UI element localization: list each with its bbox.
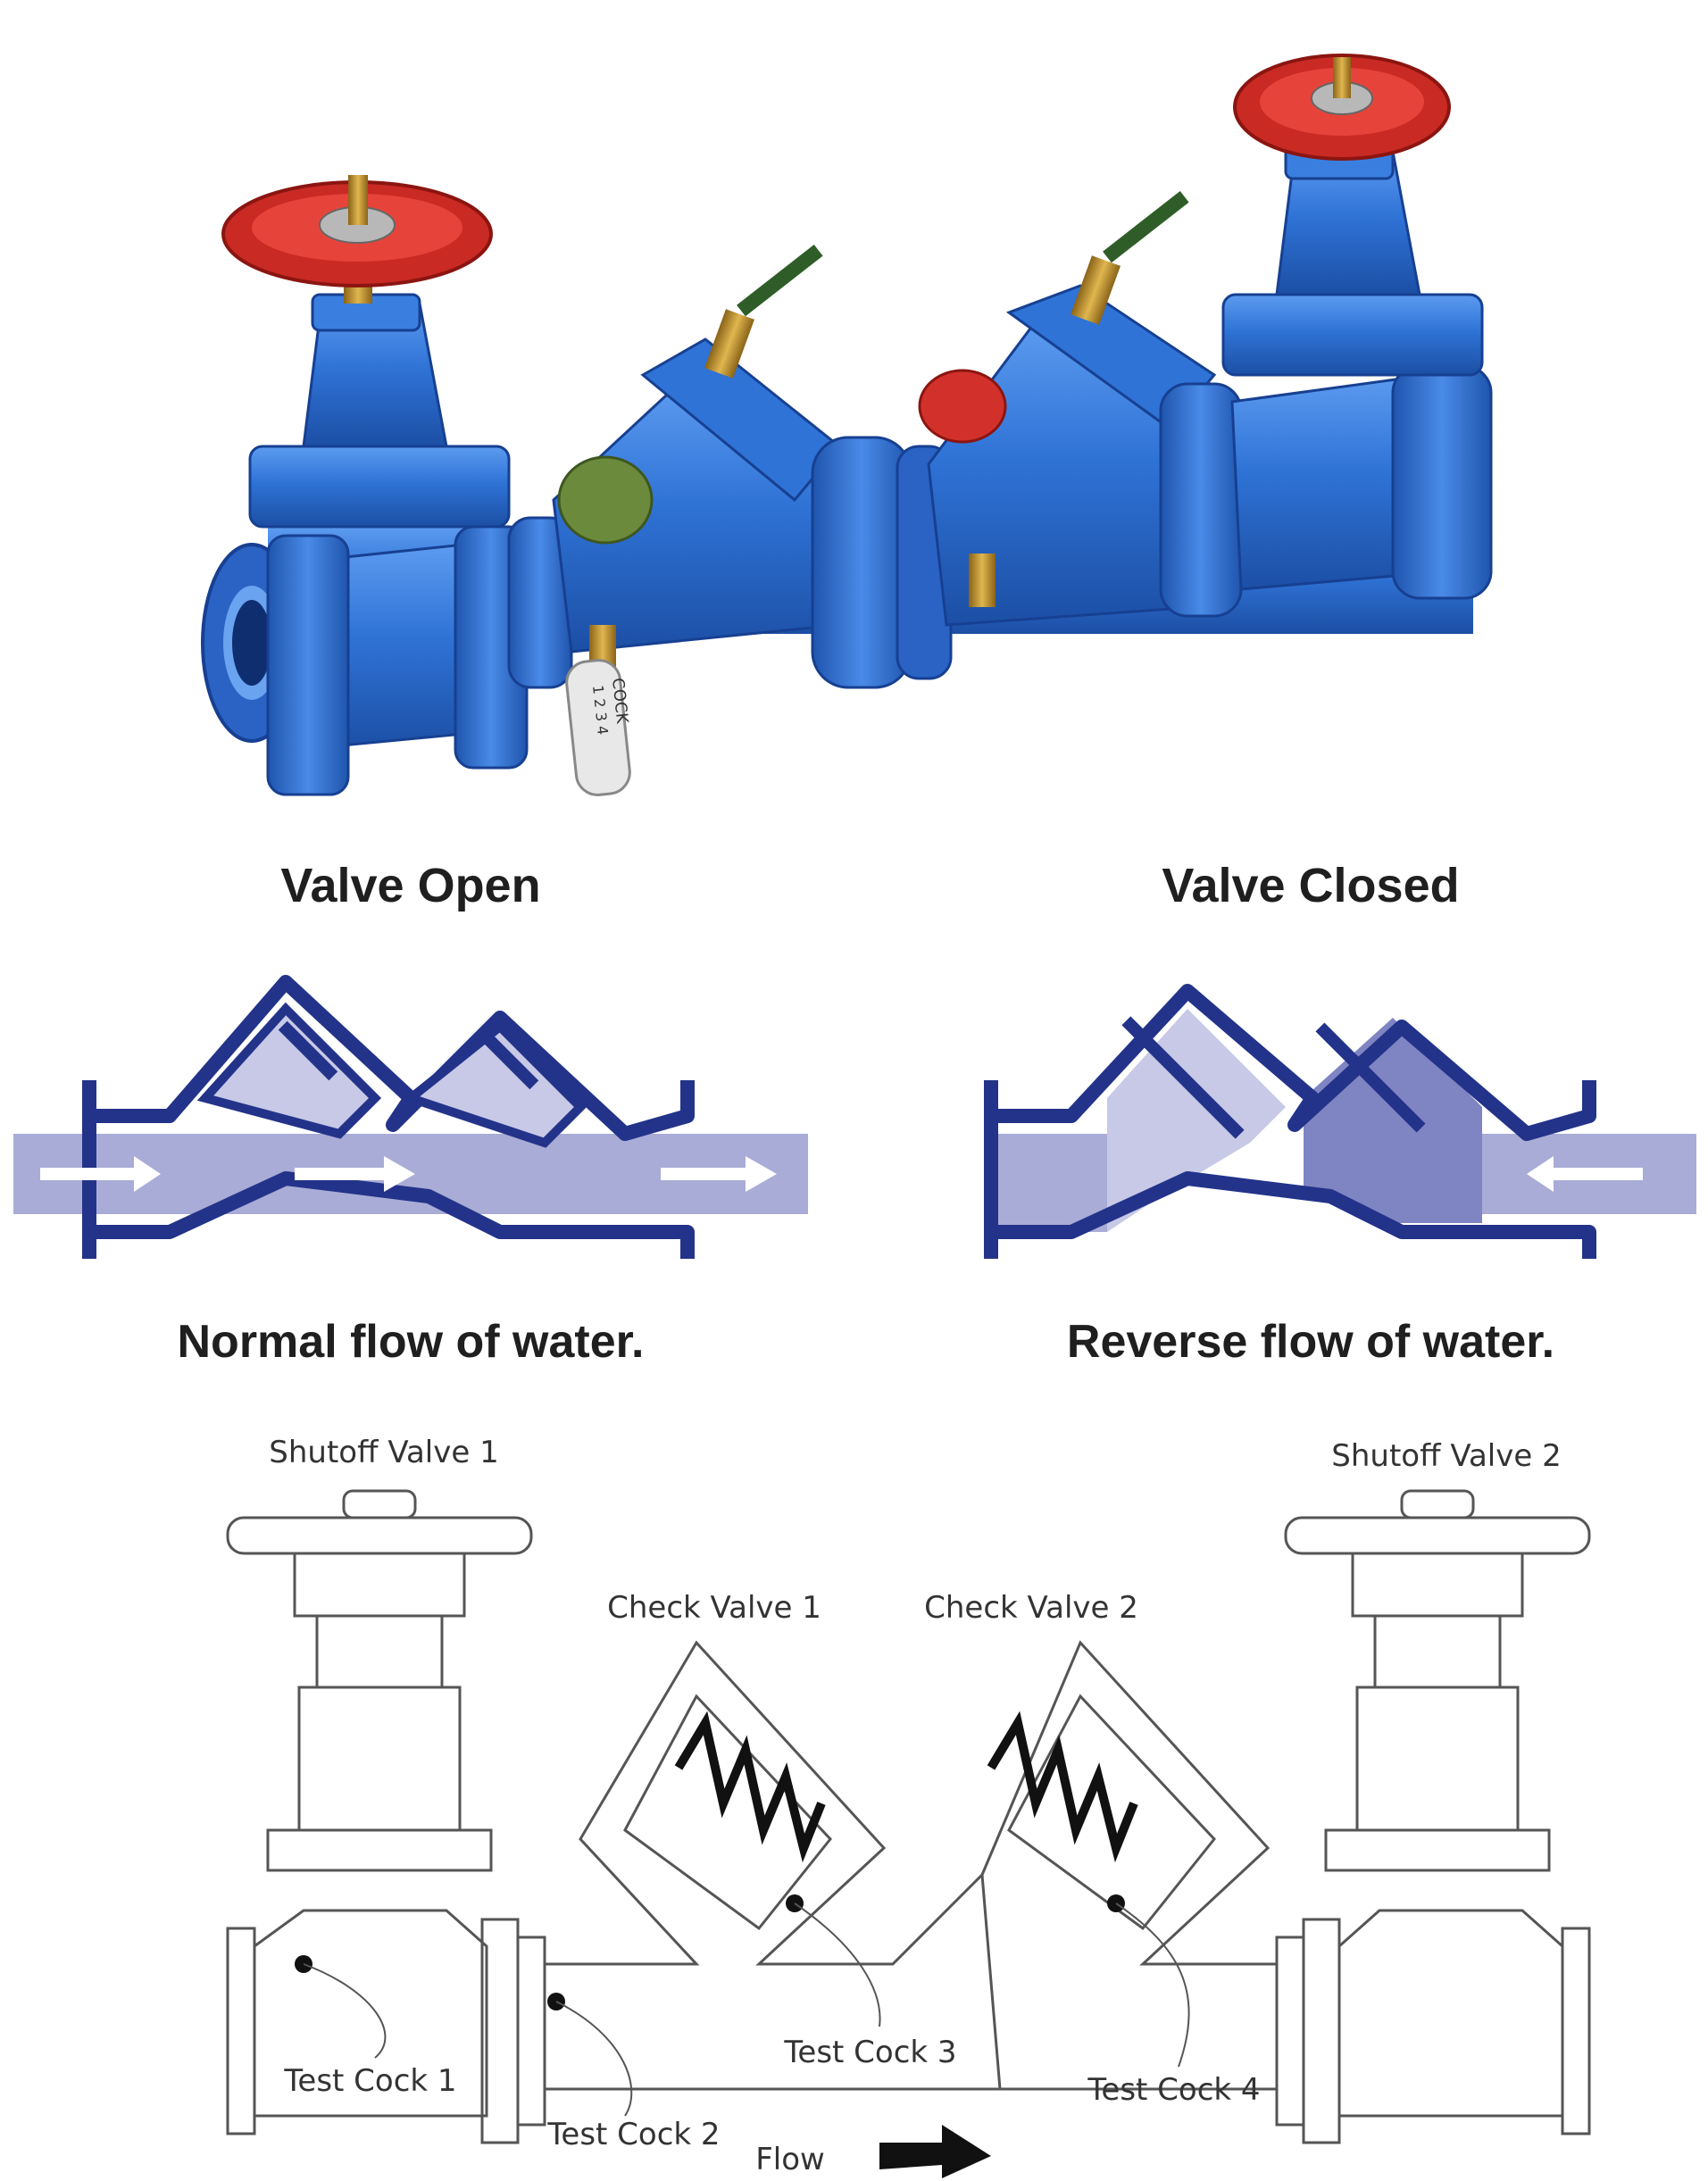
schematic-check-valve-1 [545, 1643, 1000, 2089]
schematic-shutoff-2 [1286, 1491, 1589, 2134]
schematic-svg: Shutoff Valve 1 Shutoff Valve 2 Check Va… [0, 1411, 1708, 2181]
label-test-cock-3: Test Cock 3 [783, 2035, 956, 2070]
label-shutoff-valve-1: Shutoff Valve 1 [269, 1435, 498, 1470]
red-cover-disc [920, 370, 1005, 442]
schematic-shutoff-1 [228, 1491, 531, 2134]
check-valve-first [509, 245, 839, 687]
label-check-valve-1: Check Valve 1 [607, 1590, 821, 1626]
label-flow: Flow [755, 2142, 825, 2177]
valve-closed-title: Valve Closed [1162, 859, 1459, 912]
shutoff-valve-left [223, 175, 527, 795]
valve-open-caption: Normal flow of water. [178, 1316, 645, 1368]
label-test-cock-4: Test Cock 4 [1087, 2072, 1260, 2108]
ball-valve-handle [737, 245, 823, 316]
label-shutoff-valve-2: Shutoff Valve 2 [1331, 1438, 1561, 1474]
valve-closed-illustration [991, 991, 1696, 1259]
spring-1 [679, 1723, 821, 1848]
label-check-valve-2: Check Valve 2 [924, 1590, 1138, 1626]
shutoff-valve-right [1161, 55, 1491, 616]
ball-valve-handle-2 [1103, 191, 1189, 262]
schematic-check-valve-2 [982, 1643, 1277, 2089]
flow-diagram-svg: Valve Open Normal flow of water. Valve C… [0, 803, 1708, 1411]
valve-closed-caption: Reverse flow of water. [1067, 1316, 1554, 1368]
test-cock-tag: COCK 1 2 3 4 [564, 658, 631, 796]
handwheel-right [1235, 55, 1449, 159]
spring-2 [991, 1723, 1134, 1848]
valve-open-illustration [13, 982, 808, 1259]
backflow-assembly-photo: COCK 1 2 3 4 [0, 0, 1708, 803]
handwheel-left [223, 175, 491, 286]
green-cover-disc [559, 457, 652, 543]
assembly-illustration: COCK 1 2 3 4 [0, 0, 1708, 803]
label-test-cock-2: Test Cock 2 [546, 2117, 720, 2152]
check-valve-flow-diagram: Valve Open Normal flow of water. Valve C… [0, 803, 1708, 1411]
valve-open-title: Valve Open [280, 859, 540, 912]
label-test-cock-1: Test Cock 1 [283, 2063, 456, 2099]
assembly-schematic: Shutoff Valve 1 Shutoff Valve 2 Check Va… [0, 1411, 1708, 2181]
flow-direction-arrow [879, 2125, 991, 2178]
